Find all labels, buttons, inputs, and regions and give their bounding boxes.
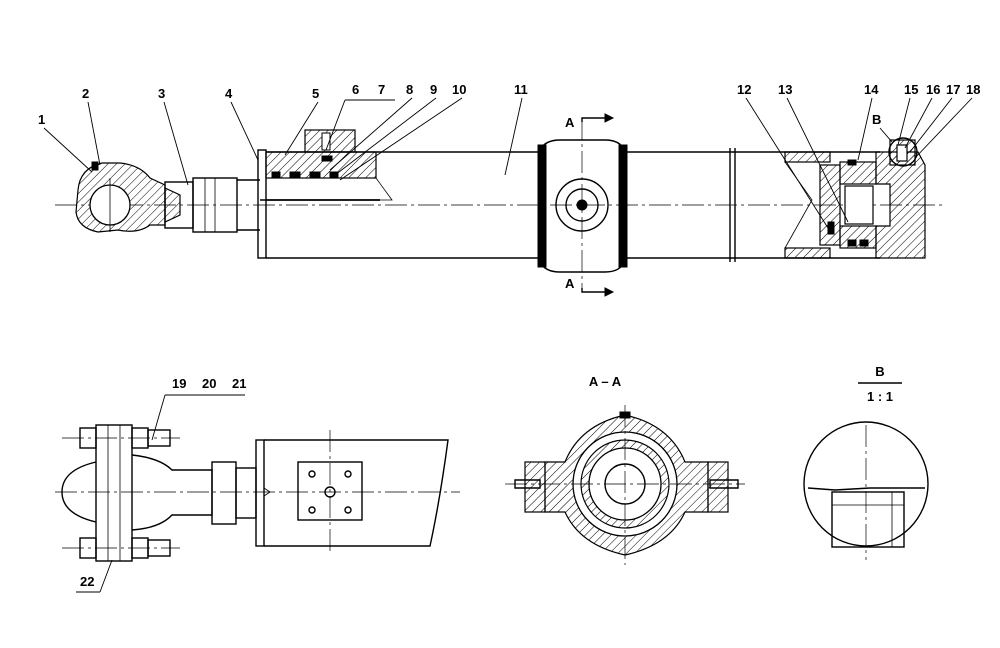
callout-17: 17 (946, 82, 960, 97)
callout-1: 1 (38, 112, 45, 127)
section-mark-a-bottom: A (565, 276, 575, 291)
section-a-a-title: A – A (589, 374, 622, 389)
callout-22: 22 (80, 574, 94, 589)
callout-7: 7 (378, 82, 385, 97)
callout-labels: 1 2 3 4 5 6 7 8 9 10 11 A A 12 13 14 B 1… (38, 82, 980, 291)
callout-8: 8 (406, 82, 413, 97)
callout-6: 6 (352, 82, 359, 97)
rear-end-cap (875, 137, 926, 259)
plan-view-callouts: 19 20 21 22 (76, 376, 246, 593)
detail-b-view: B 1 : 1 (803, 364, 929, 560)
detail-b-scale: 1 : 1 (867, 389, 893, 404)
callout-13: 13 (778, 82, 792, 97)
section-a-a-view: A – A (505, 374, 745, 565)
rod-eye (75, 161, 166, 233)
callout-16: 16 (926, 82, 940, 97)
callout-15: 15 (904, 82, 918, 97)
callout-11: 11 (514, 82, 528, 97)
callout-4: 4 (225, 86, 233, 101)
callout-21: 21 (232, 376, 246, 391)
callout-3: 3 (158, 86, 165, 101)
cylinder-barrel (266, 148, 880, 262)
rod-end-fitting (164, 177, 238, 233)
trunnion-mount (537, 113, 628, 297)
detail-mark-b: B (872, 112, 881, 127)
callout-14: 14 (864, 82, 879, 97)
callout-10: 10 (452, 82, 466, 97)
callout-5: 5 (312, 86, 319, 101)
plan-view (55, 424, 460, 562)
cylinder-head (257, 129, 393, 259)
main-section-view (55, 113, 945, 297)
callout-19: 19 (172, 376, 186, 391)
detail-b-title: B (875, 364, 884, 379)
callout-9: 9 (430, 82, 437, 97)
callout-20: 20 (202, 376, 216, 391)
section-mark-a-top: A (565, 115, 575, 130)
callout-2: 2 (82, 86, 89, 101)
callout-18: 18 (966, 82, 980, 97)
piston-assembly (784, 151, 877, 259)
callout-12: 12 (737, 82, 751, 97)
